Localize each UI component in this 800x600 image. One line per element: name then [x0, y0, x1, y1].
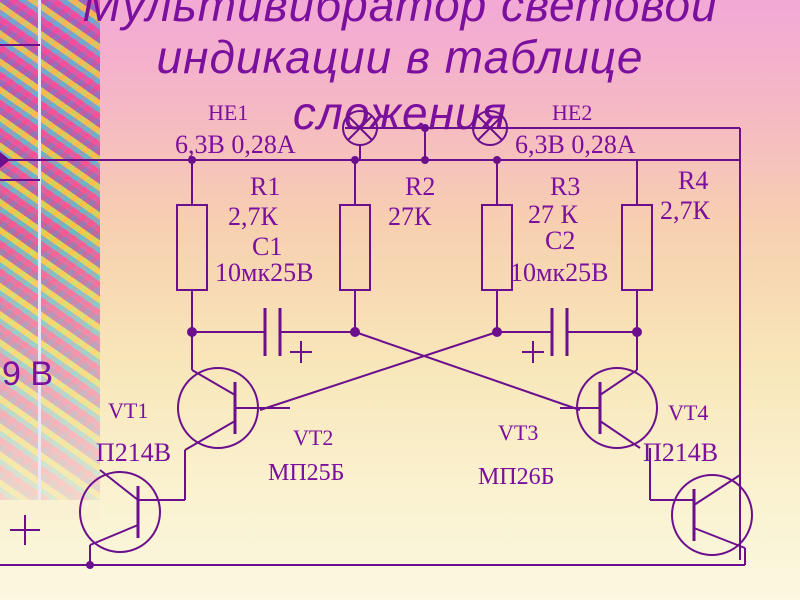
transistor-vt1 — [79, 471, 161, 553]
supply-voltage-label: 9 В — [2, 355, 54, 393]
label-he1-rating: 6,3В 0,28А — [175, 130, 296, 159]
label-vt1: VT1 — [108, 398, 149, 423]
resistor-r1 — [176, 204, 208, 291]
label-vt1-type: П214В — [96, 438, 172, 467]
resistor-r3 — [481, 204, 513, 291]
title-line-1: Мультивибратор световой — [82, 0, 718, 31]
label-vt3-type: МП26Б — [478, 464, 555, 490]
label-c2-value: 10мк25В — [510, 258, 609, 287]
title-line-2: индикации в таблице — [156, 31, 644, 83]
label-vt2-type: МП25Б — [268, 460, 345, 486]
label-r1-value: 2,7К — [228, 202, 278, 231]
resistor-r2 — [339, 204, 371, 291]
decorative-strip-line — [38, 0, 41, 500]
label-vt4: VT4 — [668, 400, 709, 425]
label-vt3: VT3 — [498, 420, 539, 445]
label-c2: С2 — [545, 226, 576, 255]
label-r3: R3 — [550, 172, 581, 201]
lamp-he2 — [472, 110, 508, 146]
label-he1: HE1 — [208, 100, 249, 125]
resistor-r4 — [621, 204, 653, 291]
label-he2: HE2 — [552, 100, 593, 125]
label-c1-value: 10мк25В — [215, 258, 314, 287]
label-r4-value: 2,7К — [660, 196, 710, 225]
label-he2-rating: 6,3В 0,28А — [515, 130, 636, 159]
title-line-3: сложения — [292, 87, 508, 139]
label-c1: С1 — [252, 232, 283, 261]
decorative-strip-fade — [0, 0, 100, 520]
label-r4: R4 — [678, 166, 709, 195]
label-vt4-type: П214В — [643, 438, 719, 467]
transistor-vt4 — [671, 474, 753, 556]
label-r2-value: 27К — [388, 202, 432, 231]
label-r2: R2 — [405, 172, 436, 201]
label-r3-value: 27 К — [528, 200, 578, 229]
label-vt2: VT2 — [293, 425, 334, 450]
label-r1: R1 — [250, 172, 281, 201]
